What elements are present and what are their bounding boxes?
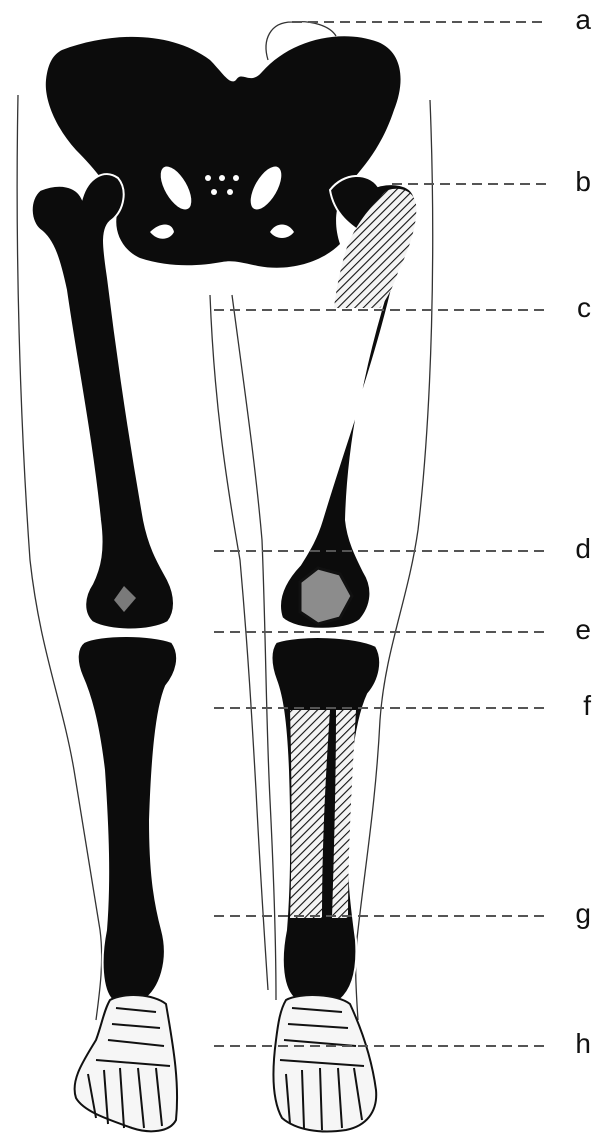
- label-g: g: [575, 900, 591, 928]
- label-f: f: [583, 692, 591, 720]
- label-d: d: [575, 535, 591, 563]
- label-e: e: [575, 616, 591, 644]
- left-lower-leg: [78, 636, 177, 1000]
- right-lower-leg: [272, 637, 381, 1000]
- label-b: b: [575, 168, 591, 196]
- right-foot: [274, 995, 377, 1131]
- label-c: c: [577, 294, 591, 322]
- label-h: h: [575, 1030, 591, 1058]
- label-a: a: [575, 6, 591, 34]
- left-foot: [75, 995, 178, 1131]
